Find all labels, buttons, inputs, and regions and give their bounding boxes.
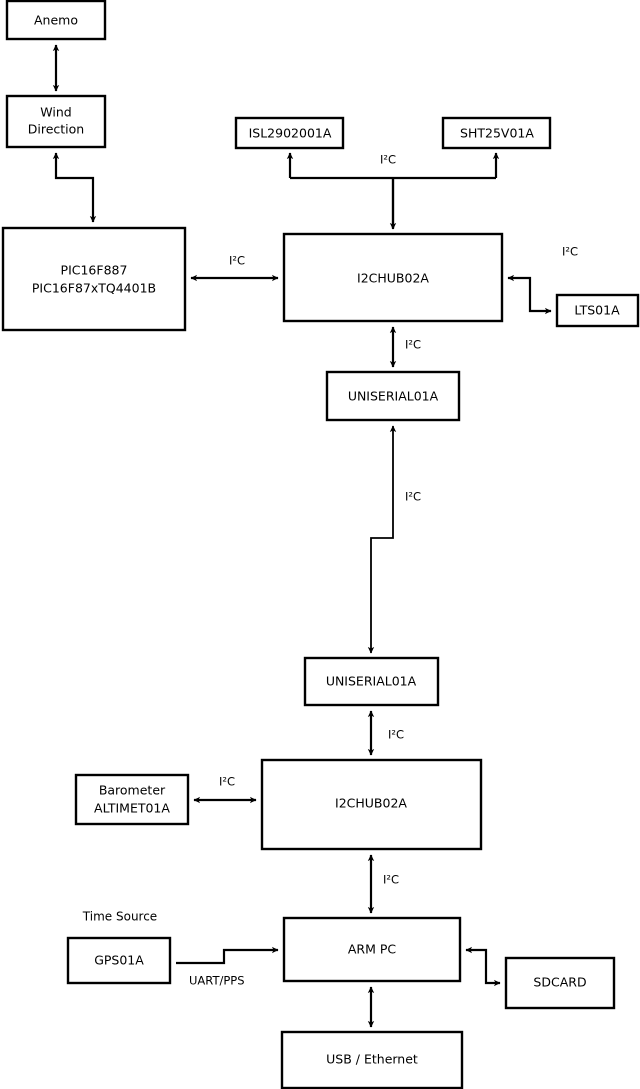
node-lts01a[interactable]: LTS01A <box>555 293 640 328</box>
node-isl2902001a-label: ISL2902001A <box>249 126 332 141</box>
node-barometer[interactable]: Barometer ALTIMET01A <box>74 773 190 826</box>
node-pic-label-line2: PIC16F87xTQ4401B <box>32 281 156 296</box>
node-isl2902001a[interactable]: ISL2902001A <box>234 116 345 150</box>
node-isl2902001a-box[interactable] <box>234 116 345 150</box>
edge-label-i2c-hub-lts: I²C <box>562 245 578 259</box>
node-wind-direction[interactable]: Wind Direction <box>5 94 107 149</box>
node-uniserial01a-1-label: UNISERIAL01A <box>348 389 439 404</box>
node-pic-box[interactable] <box>1 226 187 332</box>
node-pic-label-line1: PIC16F887 <box>61 263 128 278</box>
node-arm-pc-label: ARM PC <box>348 942 397 957</box>
node-i2chub02a-top-label: I2CHUB02A <box>357 271 429 286</box>
edge-label-i2c-hub-armpc: I²C <box>383 873 399 887</box>
node-sdcard-label: SDCARD <box>533 975 586 990</box>
node-uniserial01a-1-box[interactable] <box>325 370 461 422</box>
edge-armpc-sdcard <box>465 946 501 987</box>
node-uniserial01a-2[interactable]: UNISERIAL01A <box>303 656 440 707</box>
node-uniserial01a-2-box[interactable] <box>303 656 440 707</box>
node-anemo[interactable]: Anemo <box>5 0 107 41</box>
node-usb-ethernet-box[interactable] <box>280 1030 464 1089</box>
node-barometer-label-line1: Barometer <box>99 783 166 798</box>
node-wind-direction-label-line2: Direction <box>28 122 84 137</box>
node-sht25v01a-label: SHT25V01A <box>460 126 534 141</box>
node-i2chub02a-bottom[interactable]: I2CHUB02A <box>260 758 483 851</box>
node-lts01a-label: LTS01A <box>574 303 620 318</box>
node-pic[interactable]: PIC16F887 PIC16F87xTQ4401B <box>1 226 187 332</box>
node-lts01a-box[interactable] <box>555 293 640 328</box>
connectors <box>52 44 552 1028</box>
node-wind-direction-label-line1: Wind <box>40 105 71 120</box>
free-labels: Time Source <box>82 910 157 924</box>
edge-label-i2c-uniserial2-hub: I²C <box>388 728 404 742</box>
node-i2chub02a-top[interactable]: I2CHUB02A <box>282 232 504 323</box>
node-usb-ethernet[interactable]: USB / Ethernet <box>280 1030 464 1089</box>
node-gps01a-label: GPS01A <box>94 953 144 968</box>
edge-labels: I²C I²C I²C I²C I²C I²C I²C I²C UART/PPS <box>189 153 578 988</box>
node-sdcard-box[interactable] <box>504 956 616 1010</box>
node-gps01a-box[interactable] <box>66 936 172 985</box>
node-anemo-label: Anemo <box>34 13 78 28</box>
node-i2chub02a-top-box[interactable] <box>282 232 504 323</box>
node-wind-direction-box[interactable] <box>5 94 107 149</box>
node-sdcard[interactable]: SDCARD <box>504 956 616 1010</box>
node-barometer-box[interactable] <box>74 773 190 826</box>
edge-label-i2c-uniserial-link: I²C <box>405 490 421 504</box>
node-arm-pc[interactable]: ARM PC <box>282 916 462 983</box>
node-sht25v01a[interactable]: SHT25V01A <box>441 116 552 150</box>
node-uniserial01a-2-label: UNISERIAL01A <box>326 674 417 689</box>
edge-hubtop-lts <box>507 274 552 315</box>
edge-label-i2c-barometer-hub: I²C <box>219 775 235 789</box>
edge-uniserial1-uniserial2 <box>367 425 397 654</box>
edge-gps-armpc <box>176 946 279 965</box>
node-usb-ethernet-label: USB / Ethernet <box>326 1052 418 1067</box>
node-arm-pc-box[interactable] <box>282 916 462 983</box>
edge-label-i2c-pic-hub: I²C <box>229 254 245 268</box>
node-i2chub02a-bottom-label: I2CHUB02A <box>335 796 407 811</box>
label-time-source: Time Source <box>82 910 157 924</box>
node-anemo-box[interactable] <box>5 0 107 41</box>
node-uniserial01a-1[interactable]: UNISERIAL01A <box>325 370 461 422</box>
edge-label-i2c-hub-uniserial1: I²C <box>405 338 421 352</box>
node-gps01a[interactable]: GPS01A <box>66 936 172 985</box>
node-barometer-label-line2: ALTIMET01A <box>94 801 170 816</box>
node-sht25v01a-box[interactable] <box>441 116 552 150</box>
edge-label-i2c-isl-sht: I²C <box>380 153 396 167</box>
node-i2chub02a-bottom-box[interactable] <box>260 758 483 851</box>
edge-wind-pic <box>52 152 97 223</box>
edge-label-uart-pps: UART/PPS <box>189 974 245 988</box>
